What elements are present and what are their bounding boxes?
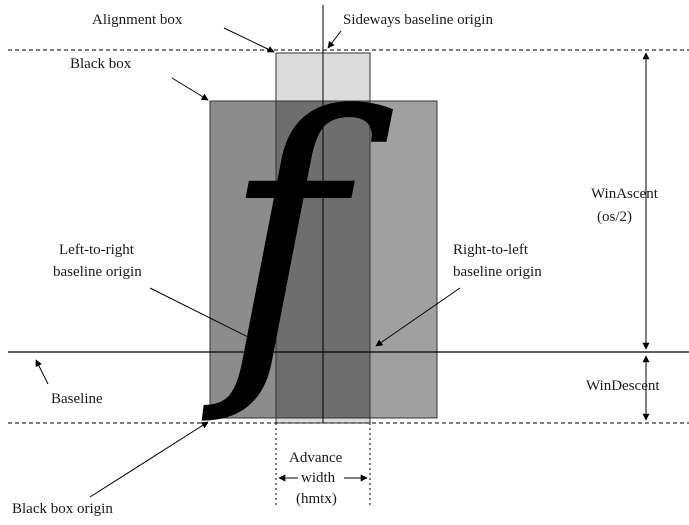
alignment-box-arrow bbox=[223, 27, 275, 53]
ltr-origin-arrow bbox=[149, 287, 267, 347]
rtl-origin-label-1: Right-to-left bbox=[453, 242, 529, 258]
win-ascent-label-2: (os/2) bbox=[597, 209, 632, 225]
black-box-right-strip bbox=[370, 101, 437, 418]
advance-width-label-bg bbox=[298, 467, 344, 485]
advance-width-label-2-front: width bbox=[301, 470, 336, 486]
rtl-origin-label-2: baseline origin bbox=[453, 264, 542, 280]
black-box-origin-label: Black box origin bbox=[12, 501, 113, 517]
black-box-origin-arrow bbox=[89, 421, 209, 498]
win-ascent-label-1: WinAscent bbox=[591, 186, 659, 202]
black-box-arrow bbox=[171, 77, 209, 101]
advance-width-label-3: (hmtx) bbox=[296, 491, 337, 507]
ltr-origin-label-2: baseline origin bbox=[53, 264, 142, 280]
black-box-label: Black box bbox=[70, 56, 132, 72]
baseline-label: Baseline bbox=[51, 391, 103, 407]
win-descent-label: WinDescent bbox=[586, 378, 660, 394]
alignment-box-label: Alignment box bbox=[92, 12, 183, 28]
ltr-origin-label-1: Left-to-right bbox=[59, 242, 135, 258]
advance-width-label-1: Advance bbox=[289, 450, 343, 466]
baseline-arrow bbox=[35, 359, 49, 385]
sideways-origin-label: Sideways baseline origin bbox=[343, 12, 493, 28]
rtl-origin-arrow bbox=[375, 287, 461, 347]
sideways-origin-arrow bbox=[327, 30, 342, 49]
